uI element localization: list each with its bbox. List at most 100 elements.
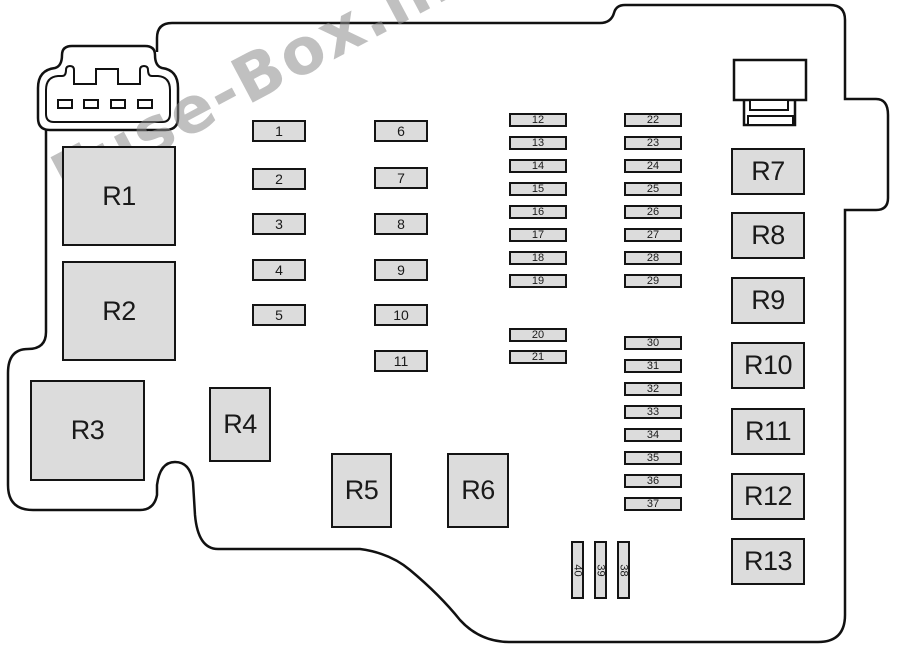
fuse-26: 26 — [624, 205, 682, 219]
relay-r13: R13 — [731, 538, 805, 585]
relay-r1: R1 — [62, 146, 176, 246]
fuse-label: 36 — [646, 474, 660, 487]
fuse-23: 23 — [624, 136, 682, 150]
relay-label: R7 — [751, 156, 785, 186]
fuse-35: 35 — [624, 451, 682, 465]
fuse-36: 36 — [624, 474, 682, 488]
fuse-label: 33 — [646, 405, 660, 418]
fuse-label: 29 — [646, 274, 660, 287]
relay-r4: R4 — [209, 387, 271, 462]
relay-label: R12 — [743, 481, 793, 511]
relay-r6: R6 — [447, 453, 509, 528]
fuse-32: 32 — [624, 382, 682, 396]
fuse-label: 10 — [393, 307, 409, 323]
fuse-40: 40 — [571, 541, 584, 599]
fuse-label: 26 — [646, 205, 660, 218]
fuse-label: 34 — [646, 428, 660, 441]
fuse-31: 31 — [624, 359, 682, 373]
fuse-37: 37 — [624, 497, 682, 511]
relay-label: R5 — [344, 475, 379, 505]
fuse-label: 17 — [531, 228, 545, 241]
fuse-9: 9 — [374, 259, 428, 281]
fuse-label: 11 — [393, 353, 409, 369]
relay-label: R1 — [102, 180, 136, 211]
relay-label: R13 — [743, 546, 793, 576]
fuse-label: 1 — [275, 123, 283, 139]
fuse-4: 4 — [252, 259, 306, 281]
relay-r11: R11 — [731, 408, 805, 455]
relay-label: R4 — [223, 409, 257, 439]
fuse-label: 4 — [275, 262, 283, 278]
fuse-label: 12 — [531, 113, 545, 126]
relay-label: R3 — [70, 415, 105, 445]
fuse-label: 13 — [531, 136, 545, 149]
fuse-label: 2 — [275, 171, 283, 187]
fuse-label: 31 — [646, 359, 660, 372]
fuse-label: 9 — [397, 262, 405, 278]
relay-r7: R7 — [731, 148, 805, 195]
fuse-14: 14 — [509, 159, 567, 173]
top-right-component — [732, 58, 808, 127]
fuse-6: 6 — [374, 120, 428, 142]
fuse-13: 13 — [509, 136, 567, 150]
relay-r12: R12 — [731, 473, 805, 520]
fuse-label: 5 — [275, 307, 283, 323]
relay-label: R11 — [744, 416, 792, 446]
fuse-7: 7 — [374, 167, 428, 189]
fuse-label: 32 — [646, 382, 660, 395]
connector-pin — [83, 99, 99, 109]
fuse-30: 30 — [624, 336, 682, 350]
fuse-label: 30 — [646, 336, 660, 349]
fuse-18: 18 — [509, 251, 567, 265]
relay-r5: R5 — [331, 453, 392, 528]
fuse-12: 12 — [509, 113, 567, 127]
fuse-label: 40 — [572, 563, 584, 577]
housing-outline — [6, 3, 890, 644]
fuse-28: 28 — [624, 251, 682, 265]
fuse-8: 8 — [374, 213, 428, 235]
fuse-label: 15 — [531, 182, 545, 195]
fuse-5: 5 — [252, 304, 306, 326]
fuse-label: 28 — [646, 251, 660, 264]
relay-label: R6 — [461, 475, 495, 505]
fuse-label: 6 — [397, 123, 405, 139]
fuse-27: 27 — [624, 228, 682, 242]
fuse-label: 20 — [531, 328, 545, 341]
fuse-3: 3 — [252, 213, 306, 235]
connector-pin — [57, 99, 73, 109]
fuse-38: 38 — [617, 541, 630, 599]
fuse-1: 1 — [252, 120, 306, 142]
fuse-10: 10 — [374, 304, 428, 326]
fuse-17: 17 — [509, 228, 567, 242]
fuse-label: 37 — [646, 497, 660, 510]
fuse-label: 8 — [397, 216, 405, 232]
fuse-label: 22 — [646, 113, 660, 126]
fuse-label: 18 — [531, 251, 545, 264]
fuse-label: 3 — [275, 216, 283, 232]
relay-label: R2 — [102, 295, 136, 326]
fuse-33: 33 — [624, 405, 682, 419]
relay-r8: R8 — [731, 212, 805, 259]
connector-pin — [137, 99, 153, 109]
fuse-11: 11 — [374, 350, 428, 372]
fuse-label: 25 — [646, 182, 660, 195]
fuse-label: 38 — [618, 563, 630, 577]
connector-pin — [110, 99, 126, 109]
fuse-label: 39 — [595, 563, 607, 577]
fuse-22: 22 — [624, 113, 682, 127]
relay-r9: R9 — [731, 277, 805, 324]
fuse-16: 16 — [509, 205, 567, 219]
fuse-label: 27 — [646, 228, 660, 241]
fuse-label: 16 — [531, 205, 545, 218]
relay-r2: R2 — [62, 261, 176, 361]
relay-label: R8 — [751, 220, 785, 250]
fuse-29: 29 — [624, 274, 682, 288]
fuse-25: 25 — [624, 182, 682, 196]
relay-label: R10 — [743, 350, 793, 380]
fuse-label: 35 — [646, 451, 660, 464]
fuse-34: 34 — [624, 428, 682, 442]
fuse-39: 39 — [594, 541, 607, 599]
fuse-19: 19 — [509, 274, 567, 288]
